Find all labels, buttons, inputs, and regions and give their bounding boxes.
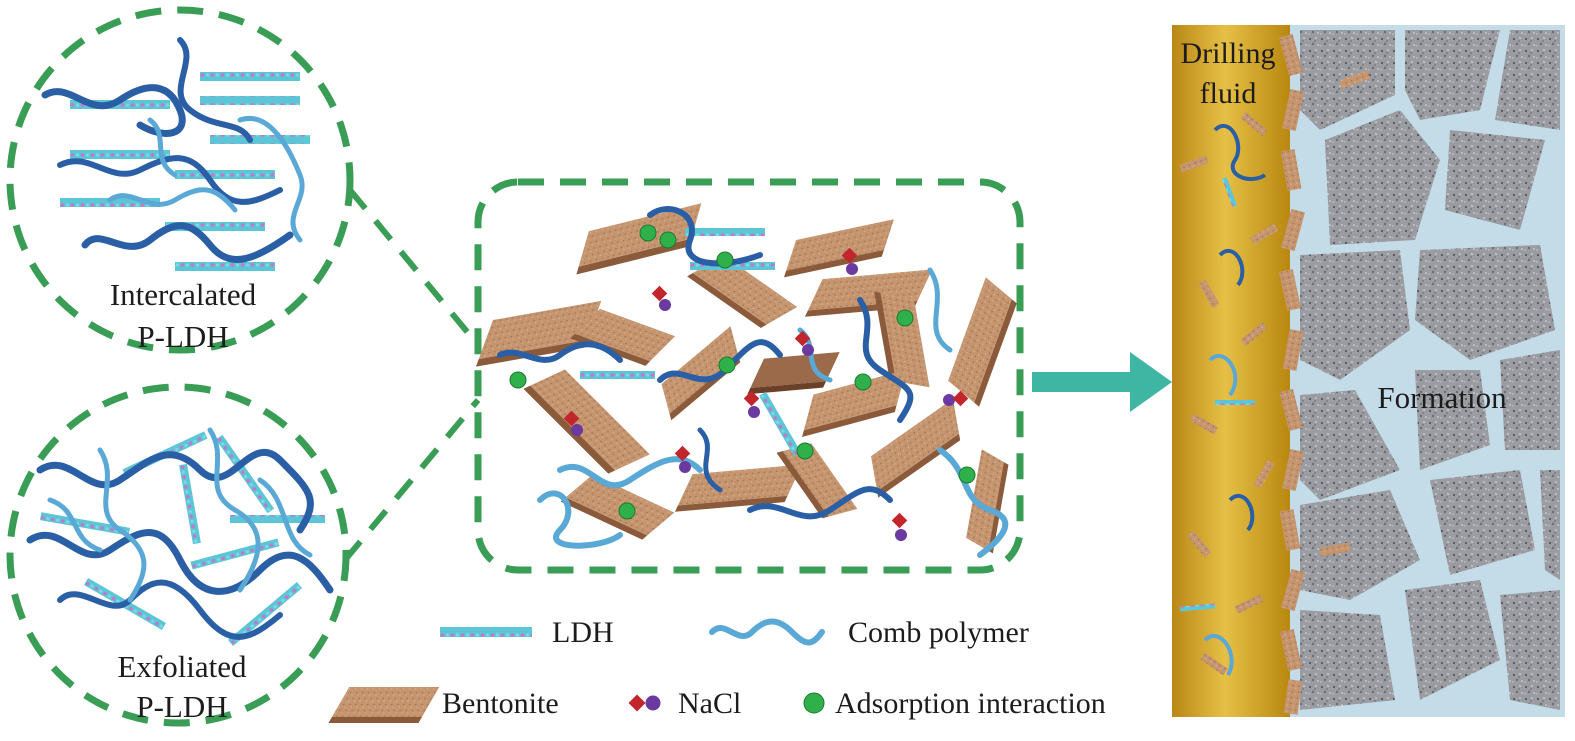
legend-item-comb-polymer: Comb polymer <box>709 616 1029 649</box>
drilling-fluid-column <box>1172 25 1290 717</box>
intercalated-label-line2: P-LDH <box>137 319 228 354</box>
legend-item-adsorption: Adsorption interaction <box>803 687 1106 720</box>
formation-label: Formation <box>1377 380 1507 415</box>
formation-rock-grains <box>1300 30 1560 710</box>
legend-comb-polymer-label: Comb polymer <box>848 616 1029 649</box>
zoom-connector-lines <box>342 188 481 562</box>
legend-bentonite-label: Bentonite <box>442 687 559 720</box>
mixture-bentonite-platelets <box>475 203 1017 554</box>
mixture-adsorption-points <box>509 224 976 520</box>
mixture-ldh-sheets <box>580 228 801 457</box>
drilling-fluid-label-line2: fluid <box>1200 77 1257 110</box>
legend-comb-polymer-swatch <box>709 618 825 646</box>
drilling-fluid-label-line1: Drilling <box>1181 37 1276 70</box>
legend-item-nacl: NaCl <box>628 687 741 720</box>
exfoliated-label-line1: Exfoliated <box>117 649 247 684</box>
legend-nacl-swatch <box>628 694 661 712</box>
legend-ldh-label: LDH <box>552 616 614 649</box>
legend-adsorption-label: Adsorption interaction <box>835 687 1106 720</box>
intercalated-circle <box>6 6 354 354</box>
mixture-box-border <box>474 178 1024 574</box>
exfoliated-label-line2: P-LDH <box>136 689 227 724</box>
intercalated-ldh-layers <box>60 72 310 271</box>
legend-nacl-label: NaCl <box>678 687 741 720</box>
legend-ldh-swatch <box>440 627 532 637</box>
legend-item-ldh: LDH <box>440 616 614 649</box>
filter-cake-platelets <box>1278 33 1371 715</box>
intercalated-polymer-chains <box>41 37 305 263</box>
intercalated-p-ldh-group: Intercalated P-LDH <box>6 6 354 354</box>
process-arrow <box>1032 352 1172 412</box>
legend: LDH Comb polymer Bentonite NaCl Adsorpti… <box>328 616 1106 723</box>
mixture-zoom-box <box>474 178 1024 574</box>
legend-adsorption-swatch <box>803 692 825 714</box>
legend-item-bentonite: Bentonite <box>328 687 559 723</box>
intercalated-label-line1: Intercalated <box>110 277 257 312</box>
legend-bentonite-swatch <box>328 687 440 723</box>
fluid-suspended-particles <box>1179 111 1279 677</box>
wellbore-panel: Drilling fluid Formation <box>1172 25 1565 717</box>
exfoliated-polymer-chains <box>26 427 334 640</box>
exfoliated-p-ldh-group: Exfoliated P-LDH <box>6 383 350 727</box>
